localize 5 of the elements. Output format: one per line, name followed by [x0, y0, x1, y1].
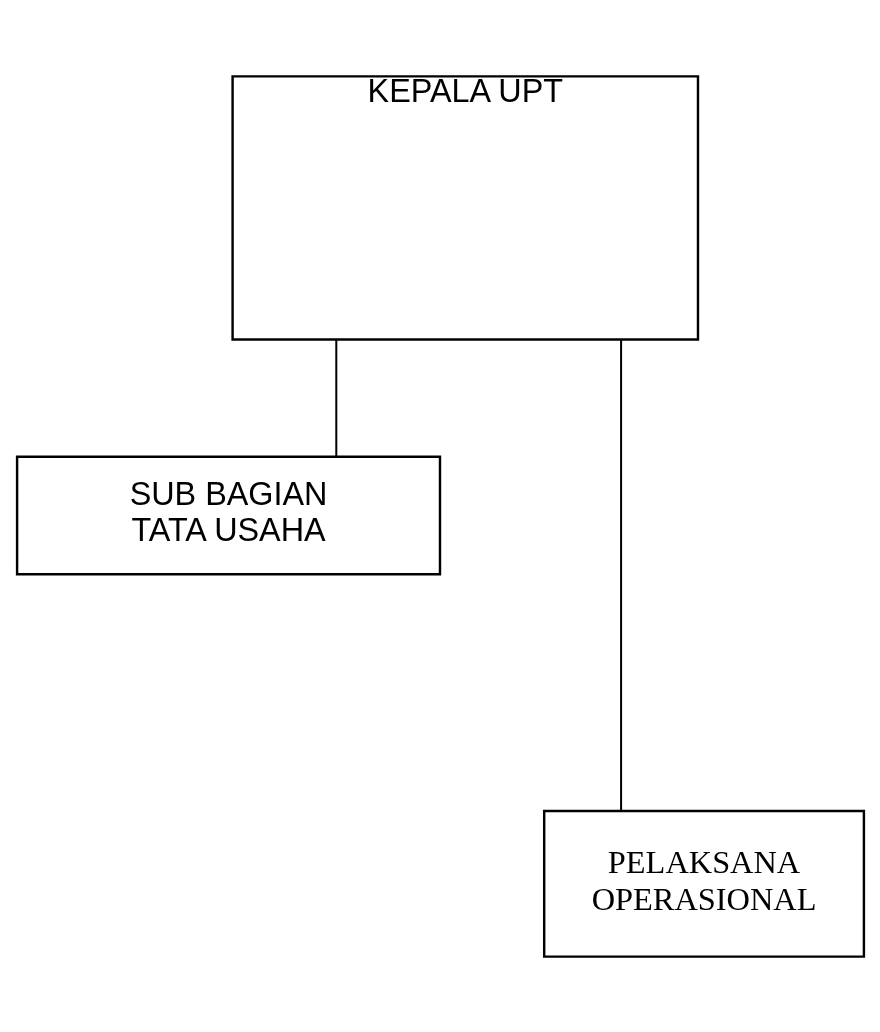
connector	[619, 339, 622, 811]
node-box: PELAKSANA OPERASIONAL	[542, 809, 865, 958]
node-box: SUB BAGIAN TATA USAHA	[15, 455, 441, 575]
node-box: KEPALA UPT	[230, 74, 699, 341]
connector	[334, 339, 337, 457]
